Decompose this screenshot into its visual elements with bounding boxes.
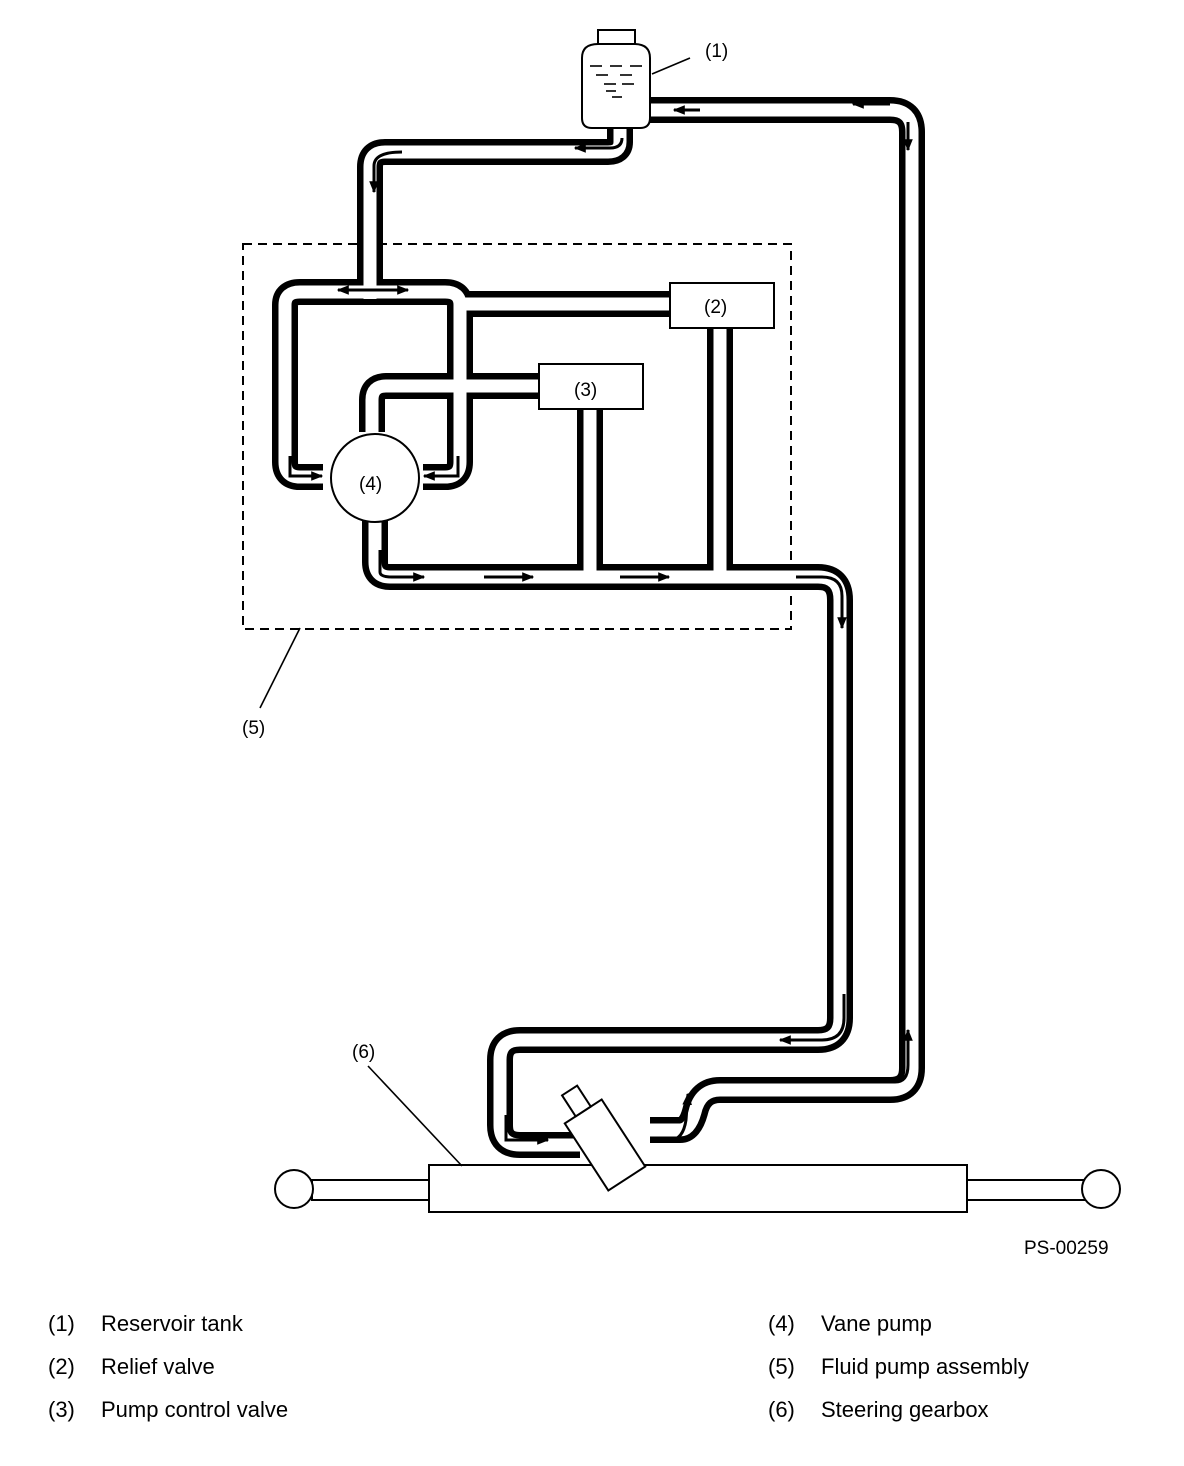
legend-label: Pump control valve bbox=[101, 1397, 289, 1422]
leader-lines bbox=[259, 57, 691, 1167]
input-shaft bbox=[560, 1084, 593, 1118]
legend-label: Steering gearbox bbox=[821, 1397, 989, 1422]
legend-item: (3) Pump control valve bbox=[48, 1388, 468, 1431]
legend-label: Relief valve bbox=[101, 1354, 215, 1379]
legend-number: (6) bbox=[768, 1397, 795, 1422]
legend-number: (4) bbox=[768, 1311, 795, 1336]
relief-valve bbox=[669, 282, 775, 329]
legend-number: (5) bbox=[768, 1354, 795, 1379]
flow-arrow bbox=[288, 456, 324, 481]
callout-3: (3) bbox=[574, 380, 597, 401]
callout-5: (5) bbox=[242, 718, 265, 739]
pipe-network bbox=[272, 97, 925, 1158]
legend-label: Vane pump bbox=[821, 1311, 932, 1336]
legend-item: (2) Relief valve bbox=[48, 1345, 468, 1388]
legend-column-right: (4) Vane pump (5) Fluid pump assembly (6… bbox=[768, 1302, 1184, 1431]
steering-gearbox bbox=[274, 1084, 1121, 1213]
callout-6: (6) bbox=[352, 1042, 375, 1063]
reservoir-tank bbox=[581, 29, 651, 129]
legend-label: Fluid pump assembly bbox=[821, 1354, 1029, 1379]
vane-pump bbox=[330, 433, 420, 523]
legend-item: (6) Steering gearbox bbox=[768, 1388, 1184, 1431]
legend-number: (1) bbox=[48, 1311, 75, 1336]
tie-rod-end-left bbox=[274, 1169, 314, 1209]
legend-item: (4) Vane pump bbox=[768, 1302, 1184, 1345]
flow-arrow bbox=[378, 550, 426, 582]
flow-arrow bbox=[504, 1115, 550, 1145]
flow-arrow bbox=[369, 150, 403, 194]
legend-item: (1) Reservoir tank bbox=[48, 1302, 468, 1345]
legend-column-left: (1) Reservoir tank (2) Relief valve (3) … bbox=[48, 1302, 468, 1431]
tie-rod-end-right bbox=[1081, 1169, 1121, 1209]
callout-2: (2) bbox=[704, 297, 727, 318]
flow-arrow bbox=[778, 994, 846, 1045]
flow-arrow bbox=[422, 456, 460, 481]
figure-code: PS-00259 bbox=[1024, 1238, 1109, 1259]
callout-4: (4) bbox=[359, 474, 382, 495]
flow-arrow bbox=[655, 1092, 692, 1142]
flow-arrows bbox=[288, 99, 913, 1145]
callout-1: (1) bbox=[705, 41, 728, 62]
pump-assembly-boundary bbox=[242, 243, 792, 630]
flow-arrow bbox=[573, 137, 624, 153]
legend-number: (2) bbox=[48, 1354, 75, 1379]
flow-arrow bbox=[796, 575, 847, 630]
flow-arrow bbox=[862, 1028, 913, 1084]
legend-item: (5) Fluid pump assembly bbox=[768, 1345, 1184, 1388]
pump-control-valve bbox=[538, 363, 644, 410]
legend-number: (3) bbox=[48, 1397, 75, 1422]
legend-label: Reservoir tank bbox=[101, 1311, 243, 1336]
